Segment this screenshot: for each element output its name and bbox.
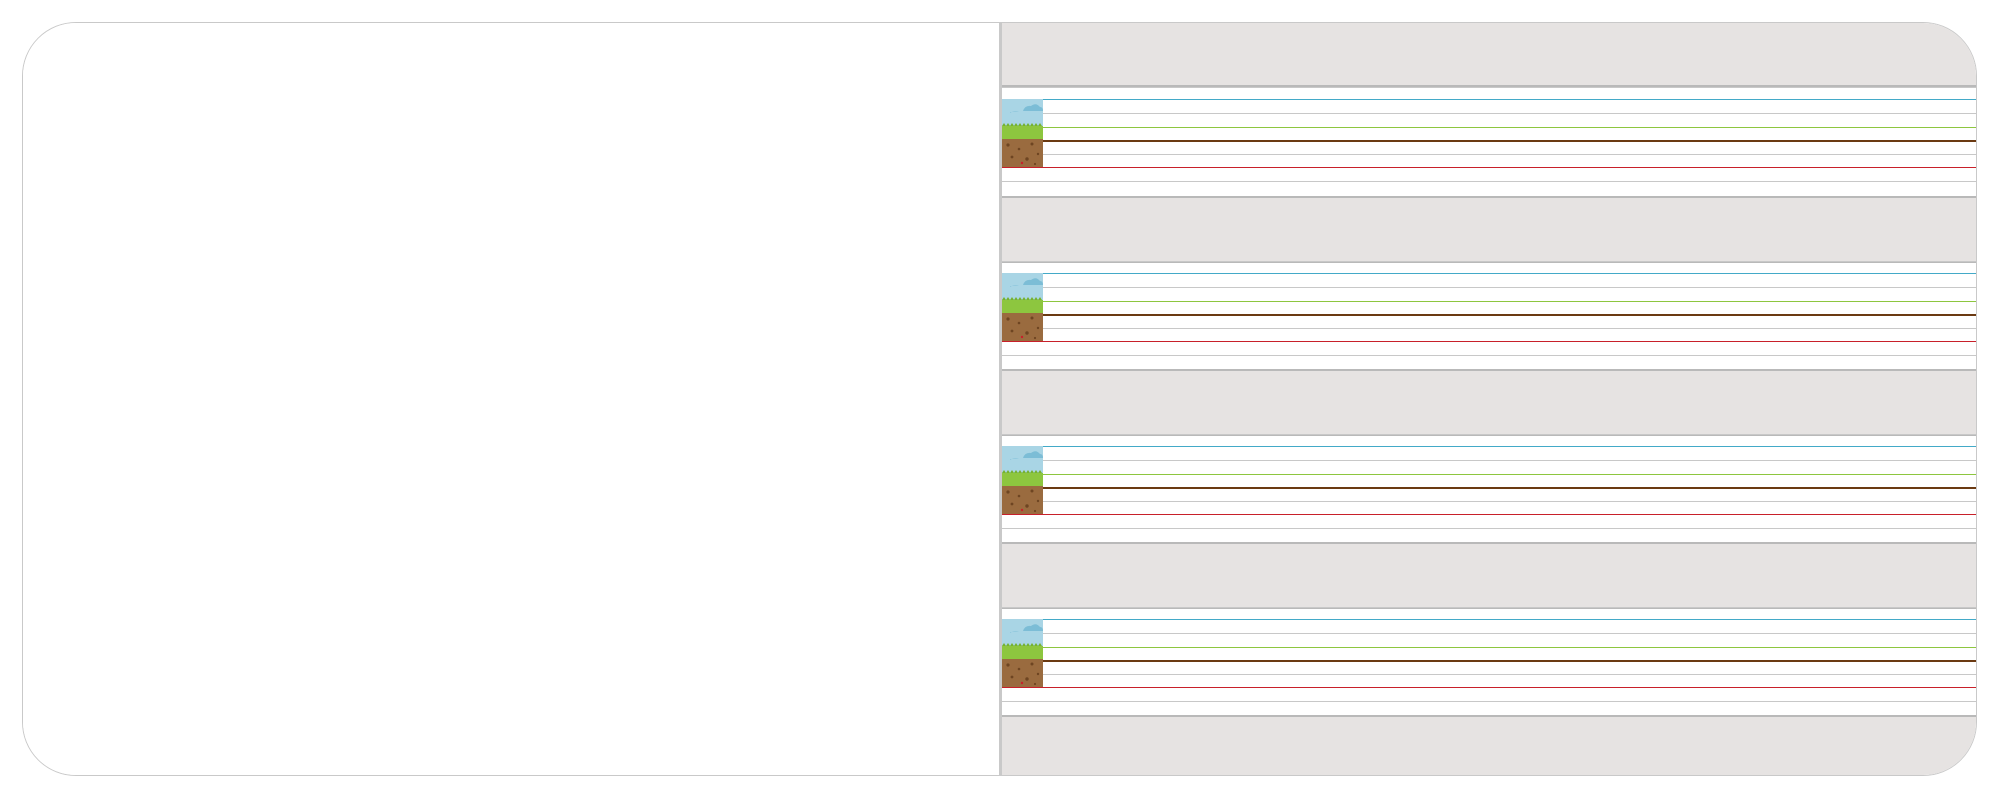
header-band <box>1002 369 1976 436</box>
sky-line <box>1002 273 1976 274</box>
root-line <box>1002 687 1976 688</box>
earth-line <box>1002 487 1976 489</box>
guide-line <box>1002 434 1976 435</box>
header-band <box>1002 23 1976 87</box>
sky-grass-earth-strata-icon <box>1002 99 1043 167</box>
earth-line <box>1002 660 1976 662</box>
guide-line <box>1002 607 1976 608</box>
root-line <box>1002 341 1976 342</box>
guide-line <box>1002 701 1976 702</box>
handwriting-line-group <box>1002 87 1976 196</box>
guide-line <box>1002 328 1976 329</box>
sky-grass-earth-strata-icon <box>1002 273 1043 341</box>
center-divider <box>999 23 1002 775</box>
guide-line <box>1002 181 1976 182</box>
grass-line <box>1002 301 1976 302</box>
guide-line <box>1002 287 1976 288</box>
sky-grass-earth-strata-icon <box>1002 619 1043 687</box>
sky-line <box>1002 99 1976 100</box>
handwriting-line-group <box>1002 261 1976 370</box>
grass-line <box>1002 474 1976 475</box>
guide-line <box>1002 528 1976 529</box>
earth-line <box>1002 140 1976 142</box>
root-line <box>1002 167 1976 168</box>
handwriting-line-group <box>1002 434 1976 543</box>
worksheet-page <box>22 22 1977 776</box>
guide-line <box>1002 674 1976 675</box>
earth-line <box>1002 314 1976 316</box>
guide-line <box>1002 113 1976 114</box>
grass-line <box>1002 647 1976 648</box>
header-band <box>1002 542 1976 609</box>
sky-grass-earth-strata-icon <box>1002 446 1043 514</box>
guide-line <box>1002 460 1976 461</box>
guide-line <box>1002 633 1976 634</box>
header-band <box>1002 196 1976 263</box>
guide-line <box>1002 355 1976 356</box>
handwriting-line-group <box>1002 607 1976 716</box>
root-line <box>1002 514 1976 515</box>
grass-line <box>1002 127 1976 128</box>
guide-line <box>1002 87 1976 88</box>
sky-line <box>1002 619 1976 620</box>
guide-line <box>1002 154 1976 155</box>
footer-band <box>1002 715 1976 775</box>
handwriting-panel <box>1002 23 1976 775</box>
sky-line <box>1002 446 1976 447</box>
blank-drawing-panel <box>23 23 999 775</box>
guide-line <box>1002 261 1976 262</box>
guide-line <box>1002 501 1976 502</box>
